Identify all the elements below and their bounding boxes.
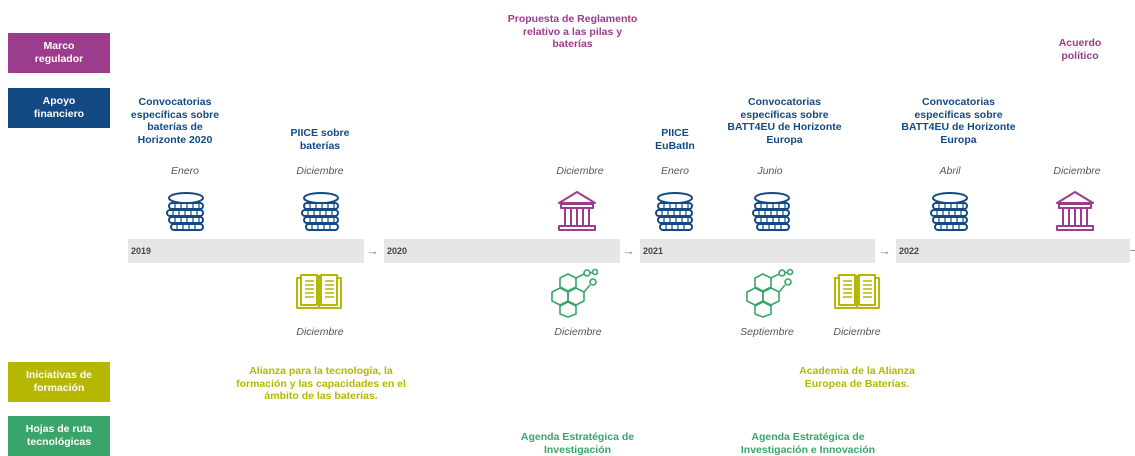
event-date: Abril	[939, 165, 961, 177]
event-date: Diciembre	[556, 165, 604, 177]
category-hojas-de-ruta: Hojas de ruta tecnológicas	[8, 416, 110, 456]
arrow-icon: →	[878, 243, 891, 258]
book-icon	[834, 274, 880, 309]
coins-icon	[930, 192, 968, 231]
event-title-piice-eubatin: PIICE EuBatIn	[655, 127, 695, 152]
event-title-batt4eu-junio: Convocatorias específicas sobre BATT4EU …	[727, 96, 842, 146]
coins-icon	[752, 192, 790, 231]
year-label: 2020	[387, 246, 408, 256]
event-title-agenda-investigacion: Agenda Estratégica de Investigación	[520, 431, 635, 456]
event-title-propuesta-reglamento: Propuesta de Reglamento relativo a las p…	[507, 13, 638, 50]
arrow-icon: →	[366, 243, 379, 258]
coins-icon	[301, 192, 339, 231]
book-icon	[296, 274, 342, 309]
timeline-segment-2022	[896, 239, 1130, 263]
category-label: Apoyo financiero	[33, 95, 85, 120]
category-label: Iniciativas de formación	[26, 369, 92, 394]
event-date: Junio	[757, 165, 783, 177]
category-apoyo-financiero: Apoyo financiero	[8, 88, 110, 128]
event-title-alianza-tecnologia: Alianza para la tecnología, la formación…	[236, 365, 406, 402]
category-iniciativas-formacion: Iniciativas de formación	[8, 362, 110, 402]
event-title-piice-baterias: PIICE sobre baterías	[290, 127, 350, 152]
coins-icon	[655, 192, 693, 231]
event-date: Enero	[170, 165, 200, 177]
year-label: 2019	[131, 246, 152, 256]
institution-icon	[558, 191, 596, 231]
event-date: Diciembre	[1053, 165, 1101, 177]
event-date: Enero	[660, 165, 690, 177]
molecule-icon	[746, 268, 794, 318]
event-date: Septiembre	[740, 326, 794, 338]
event-title-batt4eu-abril: Convocatorias específicas sobre BATT4EU …	[901, 96, 1016, 146]
institution-icon	[1056, 191, 1094, 231]
timeline-segment-2021	[640, 239, 875, 263]
timeline-end-tick	[1130, 250, 1135, 251]
event-title-agenda-investigacion-innovacion: Agenda Estratégica de Investigación e In…	[740, 431, 876, 456]
event-title-acuerdo-politico: Acuerdo político	[1058, 37, 1102, 62]
timeline-segment-2019	[128, 239, 364, 263]
event-date: Diciembre	[296, 165, 344, 177]
category-label: Hojas de ruta tecnológicas	[25, 423, 93, 448]
year-label: 2021	[643, 246, 664, 256]
arrow-icon: →	[622, 243, 635, 258]
category-label: Marco regulador	[34, 40, 84, 65]
event-title-academia-alianza: Academia de la Alianza Europea de Baterí…	[799, 365, 915, 390]
event-title-horizonte-2020: Convocatorias específicas sobre baterías…	[130, 96, 220, 146]
event-date: Diciembre	[833, 326, 881, 338]
year-label: 2022	[899, 246, 920, 256]
timeline-segment-2020	[384, 239, 620, 263]
event-date: Diciembre	[296, 326, 344, 338]
event-date: Diciembre	[554, 326, 602, 338]
molecule-icon	[551, 268, 599, 318]
category-marco-regulador: Marco regulador	[8, 33, 110, 73]
coins-icon	[166, 192, 204, 231]
